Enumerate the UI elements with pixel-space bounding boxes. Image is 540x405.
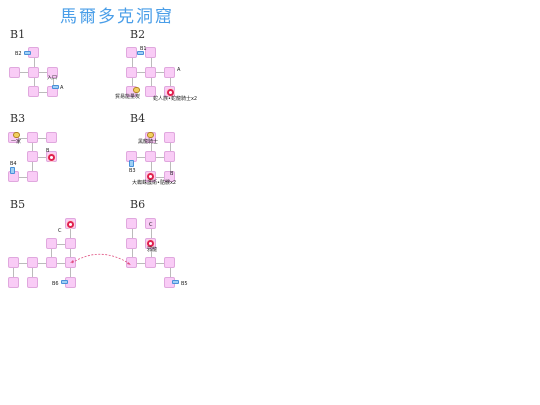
warp-label: B	[46, 148, 50, 154]
room	[46, 132, 57, 143]
stairs-icon[interactable]	[24, 51, 31, 55]
room	[145, 257, 156, 268]
stairs-label: B3	[129, 168, 136, 174]
corridor	[170, 263, 171, 283]
room	[164, 151, 175, 162]
npc-icon[interactable]	[147, 132, 154, 138]
stairs-label: B6	[52, 281, 59, 287]
route-curve	[71, 253, 131, 265]
room	[126, 218, 137, 229]
warp-label: A	[177, 67, 181, 73]
room	[126, 67, 137, 78]
floor-label: B6	[130, 198, 146, 211]
corridor	[51, 244, 52, 264]
boss-label: 邪龍	[147, 247, 158, 253]
room	[8, 257, 19, 268]
boss-icon[interactable]	[147, 173, 154, 180]
entrance-icon[interactable]	[52, 85, 59, 89]
route-arrow-end	[127, 262, 131, 265]
stairs-icon[interactable]	[10, 167, 15, 174]
floor-label: B5	[10, 198, 26, 211]
room	[164, 171, 175, 182]
corridor	[32, 157, 52, 158]
room	[145, 151, 156, 162]
corridor	[13, 263, 71, 264]
room	[145, 67, 156, 78]
room	[27, 257, 38, 268]
room	[145, 47, 156, 58]
warp-label: B	[170, 171, 174, 177]
room	[47, 67, 58, 78]
boss-icon[interactable]	[48, 154, 55, 161]
boss-icon[interactable]	[167, 89, 174, 96]
route-arrow-start	[70, 260, 74, 263]
corridor	[34, 92, 54, 93]
stairs-label: B4	[10, 161, 17, 167]
warp-label: A	[60, 85, 64, 91]
corridor	[170, 72, 171, 92]
room	[27, 132, 38, 143]
floor-label: B3	[10, 112, 26, 125]
stairs-icon[interactable]	[137, 51, 144, 55]
room	[126, 238, 137, 249]
npc-icon[interactable]	[13, 132, 20, 138]
corridor	[70, 224, 71, 284]
room	[27, 151, 38, 162]
room	[126, 257, 137, 268]
corridor	[32, 263, 33, 283]
merchant-icon[interactable]	[133, 87, 140, 93]
boss-label: 蛇人族•蛇龍騎士x2	[153, 96, 198, 102]
room	[46, 238, 57, 249]
corridor	[13, 263, 14, 283]
room	[126, 47, 137, 58]
npc-label: 黑龍騎士	[138, 139, 159, 145]
floor-label: B2	[130, 28, 146, 41]
floor-label: B4	[130, 112, 146, 125]
corridor	[14, 177, 34, 178]
room	[164, 257, 175, 268]
room	[27, 171, 38, 182]
room	[145, 218, 156, 229]
room	[9, 67, 20, 78]
npc-label: 一家	[11, 139, 22, 145]
room	[27, 277, 38, 288]
room	[46, 257, 57, 268]
warp-label: C	[58, 228, 62, 234]
room	[65, 238, 76, 249]
room	[145, 86, 156, 97]
corridor	[53, 72, 54, 92]
room	[28, 86, 39, 97]
stairs-label: B2	[15, 51, 22, 57]
room	[164, 132, 175, 143]
boss-icon[interactable]	[147, 240, 154, 247]
boss-label: 大蜘蛛護衛•骷髏x2	[132, 180, 177, 186]
floor-label: B1	[10, 28, 26, 41]
corridor	[151, 177, 171, 178]
merchant-label: 貿易能量炭	[115, 94, 141, 100]
stairs-icon[interactable]	[129, 160, 134, 167]
room	[28, 67, 39, 78]
map-title: 馬爾多克洞窟	[60, 7, 174, 27]
room	[8, 277, 19, 288]
warp-label: C	[149, 222, 153, 228]
boss-icon[interactable]	[67, 221, 74, 228]
stairs-label: B1	[140, 46, 147, 52]
entrance-label: 入口	[47, 75, 58, 81]
stairs-icon[interactable]	[172, 280, 179, 284]
stairs-icon[interactable]	[61, 280, 68, 284]
room	[164, 67, 175, 78]
stairs-label: B5	[181, 281, 188, 287]
corridor	[51, 244, 71, 245]
